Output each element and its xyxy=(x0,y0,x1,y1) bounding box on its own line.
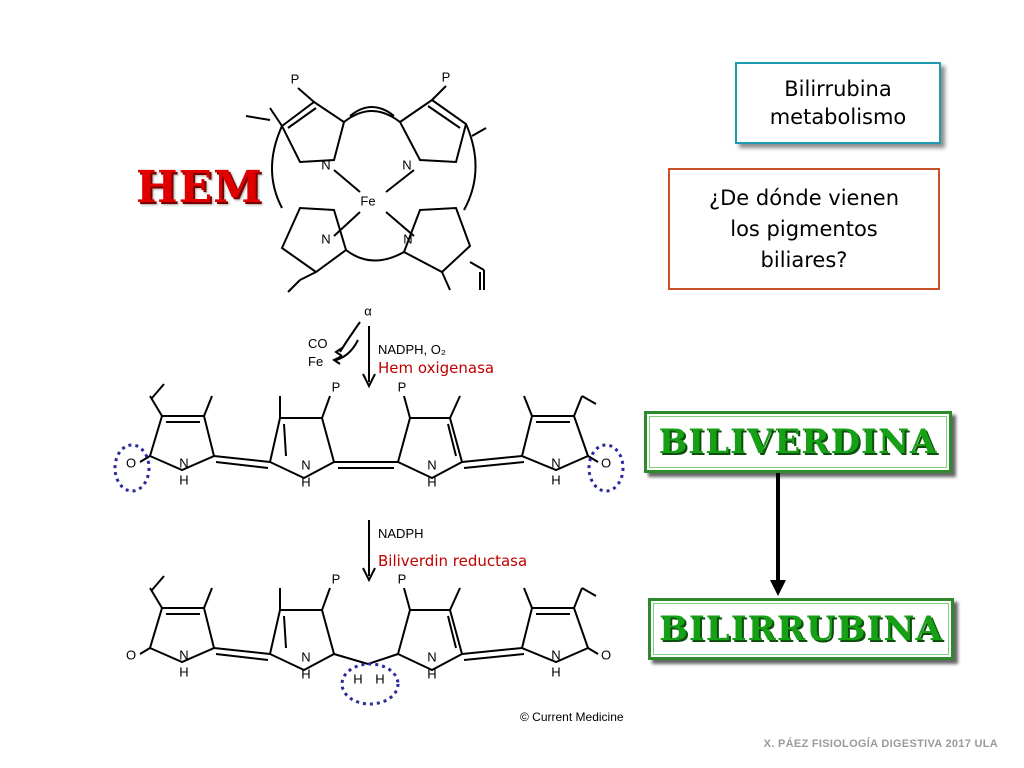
bilirrubina-box: BILIRRUBINA xyxy=(648,598,954,660)
biliverdina-label: BILIVERDINA xyxy=(658,422,938,462)
byproduct-co: CO xyxy=(308,336,328,351)
bilirubin-n4: N xyxy=(551,647,560,662)
bilirubin-h2: H xyxy=(301,666,310,681)
bilirubin-bridge-h2: H xyxy=(375,671,384,686)
biliverdin-structure xyxy=(139,383,599,480)
topic-line-1: Bilirrubina xyxy=(784,77,892,101)
hem-n-tl: N xyxy=(321,157,330,172)
footer-credit: X. PÁEZ FISIOLOGÍA DIGESTIVA 2017 ULA xyxy=(763,738,998,750)
bilirubin-structure xyxy=(139,575,599,672)
biliverdin-o-left: O xyxy=(126,455,136,470)
biliverdin-n1: N xyxy=(179,455,188,470)
bilirubin-h1: H xyxy=(179,664,188,679)
biliverdin-n4: N xyxy=(551,455,560,470)
hem-fe: Fe xyxy=(360,193,375,208)
biliverdin-n2: N xyxy=(301,457,310,472)
hem-oxigenasa-label: Hem oxigenasa xyxy=(378,359,494,377)
bilirubin-n3: N xyxy=(427,649,436,664)
biliverdina-box: BILIVERDINA xyxy=(644,411,952,473)
bilirubin-h4: H xyxy=(551,664,560,679)
bilirubin-o-right: O xyxy=(601,647,611,662)
step1-cofactors: NADPH, O₂ xyxy=(378,342,446,357)
byproduct-fe: Fe xyxy=(308,354,323,369)
topic-box: Bilirrubina metabolismo xyxy=(735,62,941,144)
bilirubin-p1: P xyxy=(332,571,341,586)
biliverdin-p2: P xyxy=(398,379,407,394)
hem-alpha: α xyxy=(364,303,372,318)
biliverdin-reductasa-label: Biliverdin reductasa xyxy=(378,552,527,570)
hem-structure xyxy=(245,85,487,293)
biliverdin-o-right: O xyxy=(601,455,611,470)
hem-n-bl: N xyxy=(321,231,330,246)
question-box: ¿De dónde vienen los pigmentos biliares? xyxy=(668,168,940,290)
hem-n-tr: N xyxy=(402,157,411,172)
question-line-3: biliares? xyxy=(760,247,848,272)
biliverdin-h1: H xyxy=(179,472,188,487)
bilirubin-n1: N xyxy=(179,647,188,662)
bilirubin-o-left: O xyxy=(126,647,136,662)
biliverdin-reductasa-arrow xyxy=(362,520,376,583)
hem-p-left: P xyxy=(291,71,300,86)
highlight-circle-o-right xyxy=(587,443,625,493)
question-line-1: ¿De dónde vienen xyxy=(708,185,900,210)
bilirrubina-label: BILIRRUBINA xyxy=(659,609,943,649)
step2-cofactor: NADPH xyxy=(378,526,424,541)
hem-title: HEM xyxy=(136,162,263,213)
question-line-2: los pigmentos xyxy=(730,216,878,241)
highlight-circle-o-left xyxy=(113,443,151,493)
copyright-label: © Current Medicine xyxy=(520,710,624,724)
biliverdin-h2: H xyxy=(301,474,310,489)
bilirubin-p2: P xyxy=(398,571,407,586)
biliverdin-h4: H xyxy=(551,472,560,487)
biliverdin-n3: N xyxy=(427,457,436,472)
bilirubin-n2: N xyxy=(301,649,310,664)
biliverdin-p1: P xyxy=(332,379,341,394)
topic-line-2: metabolismo xyxy=(769,105,907,129)
biliverdina-to-bilirrubina-arrow xyxy=(770,472,786,596)
hem-n-br: N xyxy=(403,231,412,246)
highlight-circle-bridge-h xyxy=(340,662,400,706)
bilirubin-bridge-h1: H xyxy=(353,671,362,686)
hem-p-right: P xyxy=(442,69,451,84)
bilirubin-h3: H xyxy=(427,666,436,681)
biliverdin-h3: H xyxy=(427,474,436,489)
hem-oxigenasa-arrow xyxy=(332,321,376,389)
